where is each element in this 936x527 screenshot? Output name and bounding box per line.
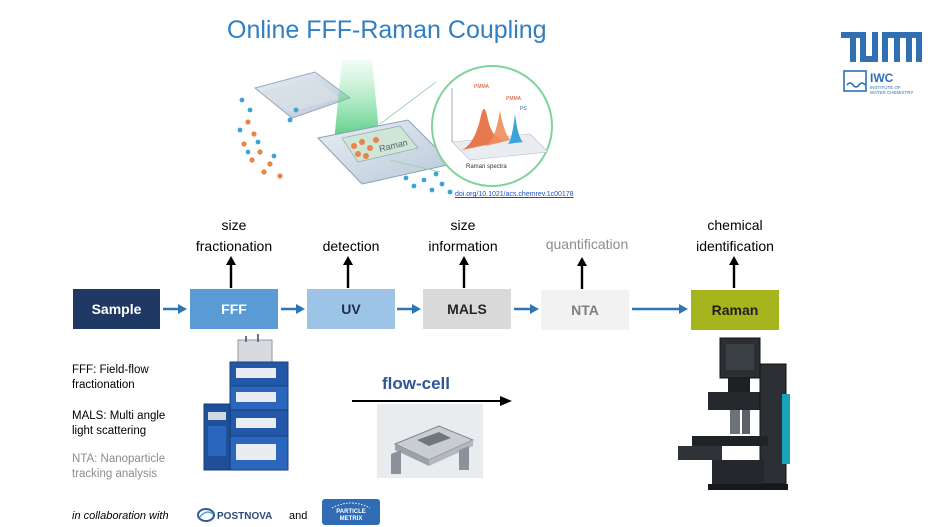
abbr-fff: FFF: Field-flow fractionation: [72, 364, 149, 391]
up-arrow-mals: [459, 256, 469, 288]
arrow-fff-uv: [281, 304, 305, 314]
abbr-mals: MALS: Multi angle light scattering: [72, 410, 166, 437]
mals-label: size information: [428, 217, 498, 254]
svg-text:PMMA: PMMA: [474, 84, 490, 90]
up-arrow-fff: [226, 256, 236, 288]
arrow-mals-nta: [514, 304, 539, 314]
svg-text:PS: PS: [520, 106, 527, 112]
arrow-sample-fff: [163, 304, 187, 314]
svg-text:Raman spectra: Raman spectra: [466, 164, 507, 170]
nta-label: quantification: [545, 236, 629, 252]
fff-box: FFF: [190, 289, 278, 329]
flow-cell-label: flow-cell: [382, 374, 451, 393]
fff-instrument-image: [203, 334, 289, 471]
up-arrow-nta: [577, 257, 587, 289]
collaboration-text: in collaboration with: [72, 510, 169, 522]
fff-label: size fractionation: [195, 217, 273, 254]
and-text: and: [289, 510, 308, 522]
raman-label: chemical identification: [696, 217, 774, 254]
nta-box: NTA: [541, 290, 629, 330]
up-arrow-raman: [729, 256, 739, 288]
svg-text:INSTITUTE OF: INSTITUTE OF: [870, 85, 901, 90]
svg-text:POSTNOVA: POSTNOVA: [217, 511, 272, 522]
flow-cell-image: [377, 404, 483, 478]
svg-text:PMMA: PMMA: [506, 96, 522, 102]
iwc-logo-text: IWC: [870, 71, 894, 85]
sample-box: Sample: [73, 289, 160, 329]
arrow-nta-raman: [632, 304, 688, 314]
doi-link[interactable]: doi.org/10.1021/acs.chemrev.1c00178: [455, 191, 574, 198]
svg-text:METRIX: METRIX: [340, 516, 363, 522]
arrow-uv-mals: [397, 304, 421, 314]
abbr-nta: NTA: Nanoparticle tracking analysis: [72, 453, 166, 480]
particle-metrix-logo: PARTICLE METRIX: [322, 499, 380, 525]
svg-text:WATER CHEMISTRY: WATER CHEMISTRY: [870, 90, 913, 95]
uv-label: detection: [322, 238, 380, 254]
up-arrow-uv: [343, 256, 353, 288]
fff-raman-illustration: Raman PMMA PMMA PS Raman spectra: [237, 60, 553, 195]
mals-box: MALS: [423, 289, 511, 329]
postnova-logo: POSTNOVA: [197, 508, 272, 522]
svg-text:PARTICLE: PARTICLE: [336, 509, 366, 515]
flow-cell-arrow: [352, 396, 512, 406]
raman-microscope-image: [678, 337, 790, 490]
uv-box: UV: [307, 289, 395, 329]
tum-iwc-logo: IWC INSTITUTE OF WATER CHEMISTRY: [841, 32, 922, 95]
page-title: Online FFF-Raman Coupling: [227, 16, 547, 44]
raman-box: Raman: [691, 290, 779, 330]
